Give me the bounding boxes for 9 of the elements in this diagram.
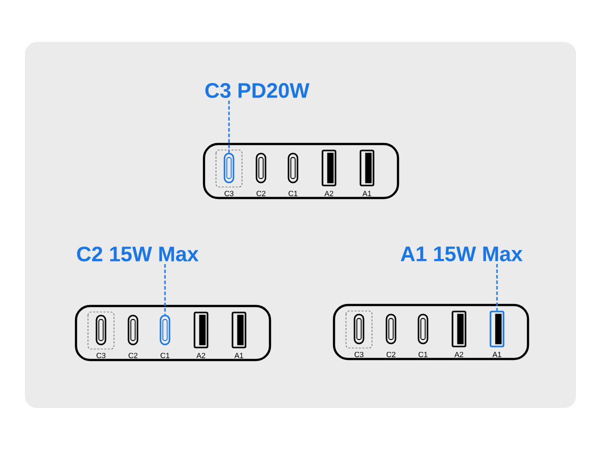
callout-text: C3 PD20W <box>205 83 310 98</box>
leader-line <box>164 264 166 315</box>
charger-face <box>332 304 530 360</box>
charger-face <box>202 142 400 200</box>
leader-line <box>496 264 498 311</box>
leader-line <box>228 100 230 153</box>
callout-text: A1 15W Max <box>400 246 523 262</box>
callout-text: C2 15W Max <box>77 246 199 262</box>
charger-face <box>74 304 272 362</box>
